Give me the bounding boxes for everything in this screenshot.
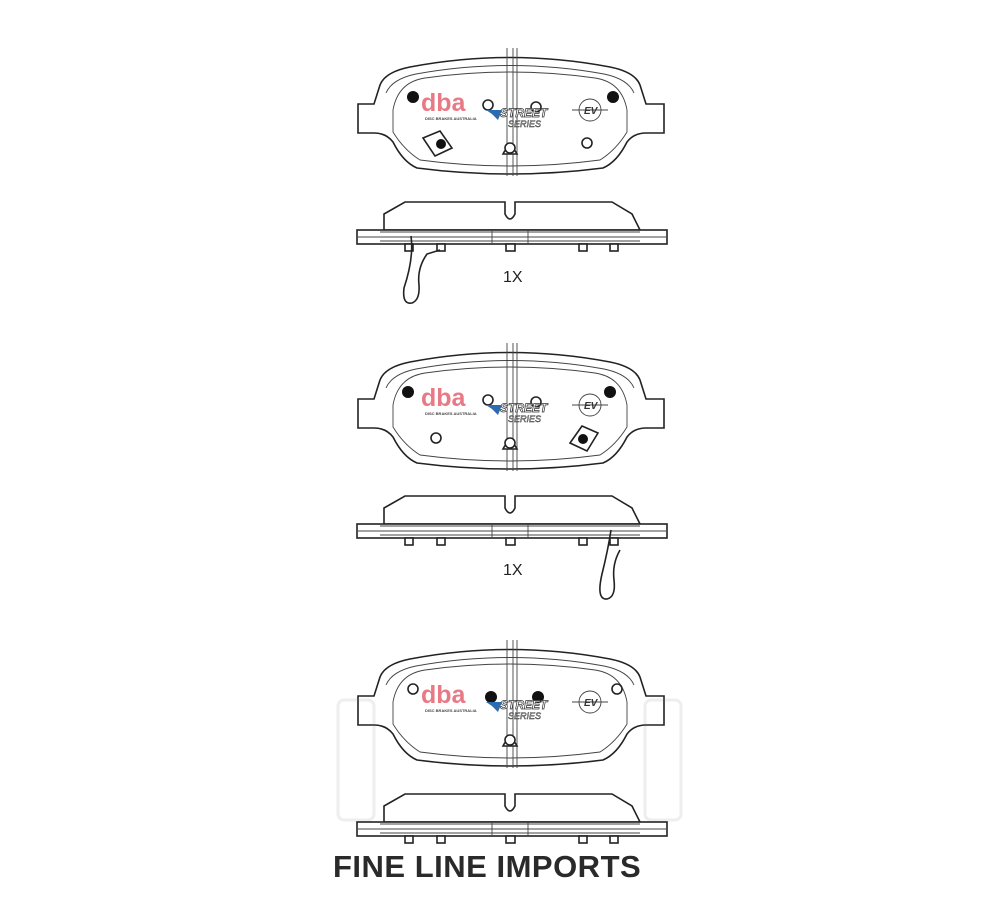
pad-3-series-mark-icon	[486, 702, 502, 712]
pad-2-ev-badge: EV	[572, 393, 608, 417]
pad-2-side-view	[356, 495, 668, 600]
pad-1-rivet-right	[607, 91, 619, 103]
pad-2-wear-sensor-clip	[568, 425, 600, 453]
svg-text:STREET: STREET	[500, 401, 549, 415]
pad-3-ev-badge: EV	[572, 690, 608, 714]
svg-text:SERIES: SERIES	[508, 119, 541, 129]
svg-text:STREET: STREET	[500, 698, 549, 712]
pad-2-dba-logo: dba DISC BRAKES AUSTRALIA	[421, 384, 477, 416]
svg-text:dba: dba	[421, 384, 467, 412]
svg-text:SERIES: SERIES	[508, 711, 541, 721]
pad-3-face: dba DISC BRAKES AUSTRALIA STREET SERIES …	[357, 639, 665, 769]
pad-2-rivet-right	[604, 386, 616, 398]
pad-1-face: dba DISC BRAKES AUSTRALIA STREET SERIES …	[357, 47, 665, 177]
pad-2-rivet-left	[402, 386, 414, 398]
pad-2-wear-sensor-wire	[599, 529, 621, 600]
svg-text:dba: dba	[421, 681, 467, 709]
svg-text:SERIES: SERIES	[508, 414, 541, 424]
pad-2-hole-right	[530, 396, 542, 408]
pad-1-wear-sensor-wire	[402, 235, 441, 305]
svg-text:DISC BRAKES AUSTRALIA: DISC BRAKES AUSTRALIA	[425, 116, 477, 121]
pad-1-wear-sensor-clip	[421, 130, 454, 158]
pad-2-series-mark-icon	[486, 405, 502, 415]
pad-2-hole-left	[482, 394, 494, 406]
pad-2-quantity-label: 1X	[503, 562, 523, 579]
pad-1-ev-badge: EV	[572, 98, 608, 122]
pad-1-rivet-left	[407, 91, 419, 103]
pad-3-rivet-left	[485, 691, 497, 703]
svg-text:dba: dba	[421, 89, 467, 117]
svg-text:EV: EV	[584, 401, 599, 412]
svg-text:EV: EV	[584, 106, 599, 117]
pad-1-hole-left	[482, 99, 494, 111]
pad-3-street-series-logo: STREET SERIES	[486, 698, 549, 721]
pad-3-hole-left	[407, 683, 419, 695]
watermark-shapes	[336, 698, 683, 822]
pad-3-dba-logo: dba DISC BRAKES AUSTRALIA	[421, 681, 477, 713]
pad-2-face: dba DISC BRAKES AUSTRALIA STREET SERIES …	[357, 342, 665, 472]
pad-1-series-mark-icon	[486, 110, 502, 120]
svg-text:STREET: STREET	[500, 106, 549, 120]
pad-3-rivet-right	[532, 691, 544, 703]
svg-text:DISC BRAKES AUSTRALIA: DISC BRAKES AUSTRALIA	[425, 411, 477, 416]
pad-3-side-view	[356, 793, 668, 844]
svg-text:EV: EV	[584, 698, 599, 709]
pad-1-street-series-logo: STREET SERIES	[486, 106, 549, 129]
pad-1-side-view	[356, 201, 668, 305]
svg-text:DISC BRAKES AUSTRALIA: DISC BRAKES AUSTRALIA	[425, 708, 477, 713]
pad-3-hole-right	[611, 683, 623, 695]
footer-watermark-text: FINE LINE IMPORTS	[333, 849, 641, 884]
pad-1-quantity-label: 1X	[503, 269, 523, 286]
pad-1-hole-right	[530, 101, 542, 113]
pad-1-dba-logo: dba DISC BRAKES AUSTRALIA	[421, 89, 477, 121]
pad-2-street-series-logo: STREET SERIES	[486, 401, 549, 424]
